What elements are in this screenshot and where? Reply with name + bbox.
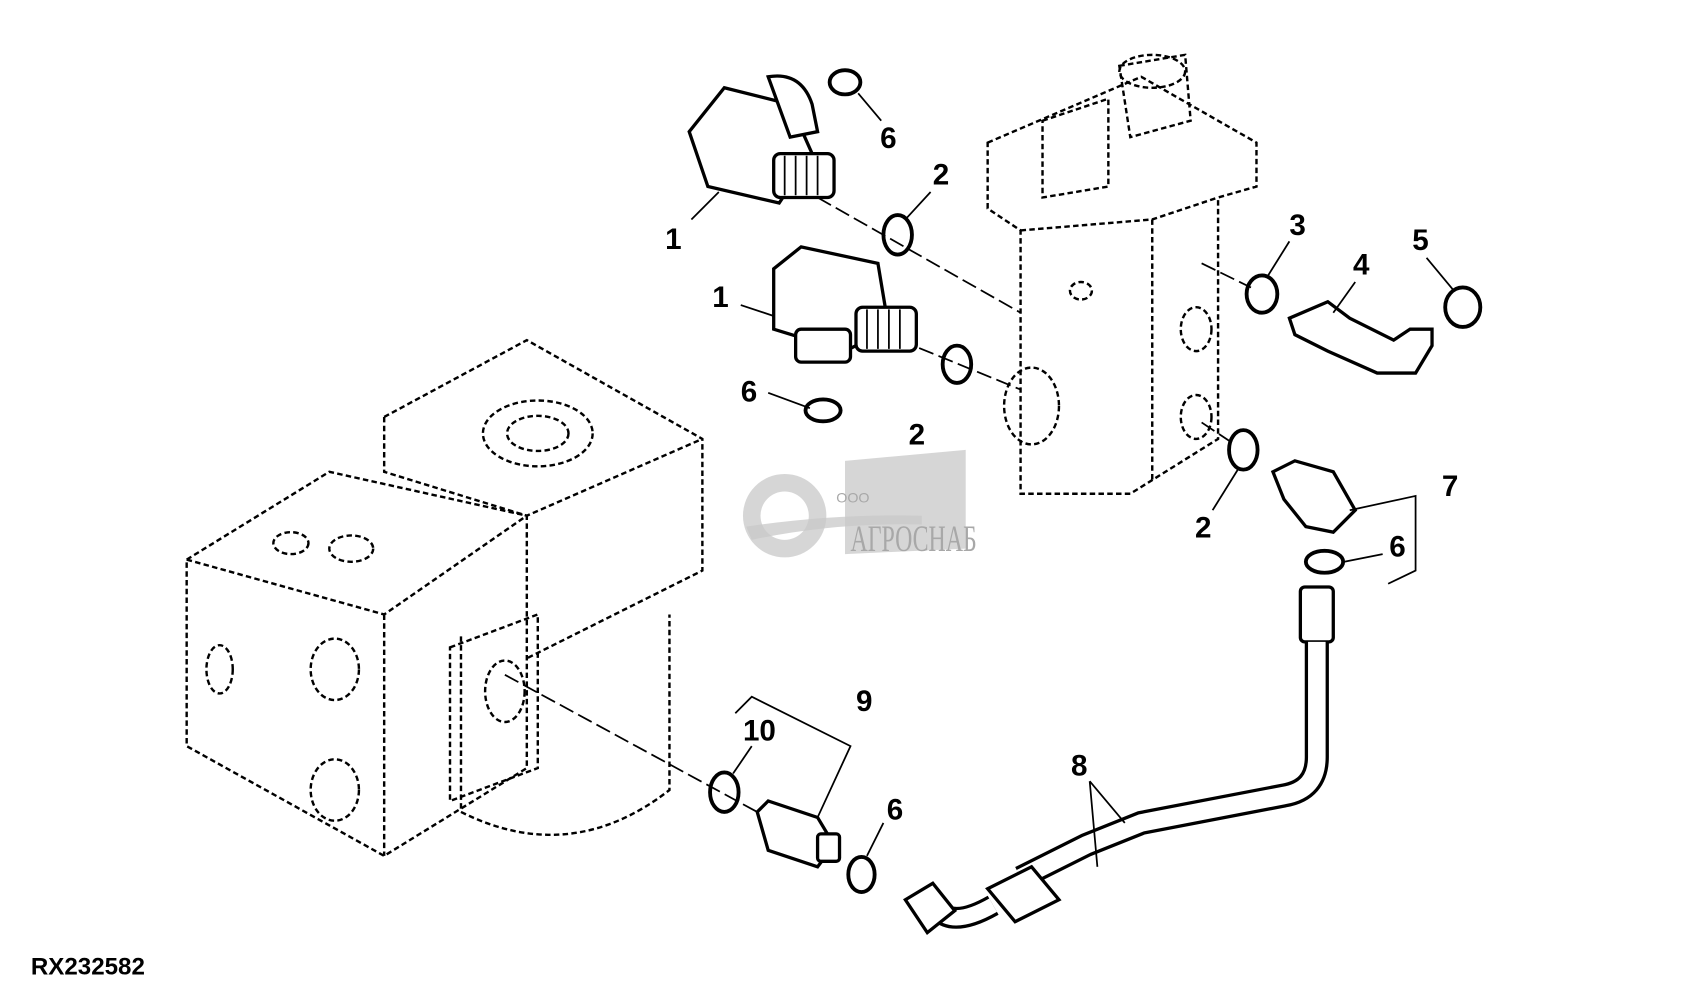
o-ring-10 — [708, 770, 741, 814]
figure-code: RX232582 — [31, 953, 145, 980]
watermark-logo: ООО АГРОСНАБ — [742, 449, 977, 560]
callout-2: 2 — [909, 418, 925, 451]
callout-2: 2 — [933, 158, 949, 191]
callout-1: 1 — [665, 223, 681, 256]
o-ring-6 — [846, 855, 877, 894]
steering-valve-body — [986, 53, 1258, 495]
o-ring-3 — [1244, 273, 1280, 315]
adapter-fitting-9 — [755, 799, 842, 869]
o-ring-6 — [1303, 548, 1346, 575]
callout-6: 6 — [880, 122, 896, 155]
o-rings — [708, 68, 1483, 894]
fitting-1-lower — [772, 245, 918, 364]
callout-9: 9 — [856, 685, 872, 718]
callout-5: 5 — [1412, 224, 1428, 257]
callout-8: 8 — [1071, 750, 1087, 783]
hose-assembly-8 — [903, 585, 1335, 936]
callout-6: 6 — [1389, 530, 1405, 563]
callout-7: 7 — [1442, 470, 1458, 503]
callout-3: 3 — [1289, 209, 1305, 242]
elbow-fitting-4 — [1287, 299, 1434, 375]
o-ring-2 — [940, 343, 974, 385]
o-ring-6 — [827, 68, 863, 97]
watermark-prefix: ООО — [836, 491, 869, 507]
steering-pump-body — [185, 338, 704, 858]
o-ring-2 — [1227, 428, 1260, 472]
o-ring-2 — [881, 213, 914, 257]
elbow-fitting-7 — [1270, 459, 1358, 534]
o-ring-6 — [803, 397, 843, 424]
callout-labels: 6 2 1 1 6 2 3 4 5 2 7 6 9 10 6 8 RX23258… — [31, 122, 1459, 980]
callout-10: 10 — [743, 715, 776, 748]
callout-1: 1 — [712, 281, 728, 314]
callout-6: 6 — [741, 376, 757, 409]
callout-4: 4 — [1353, 248, 1370, 281]
o-ring-5 — [1443, 285, 1483, 329]
fitting-1-upper — [687, 74, 836, 205]
callout-2: 2 — [1195, 512, 1211, 545]
watermark-name: АГРОСНАБ — [851, 519, 977, 560]
callout-leaders — [690, 92, 1455, 867]
callout-6: 6 — [887, 794, 903, 827]
